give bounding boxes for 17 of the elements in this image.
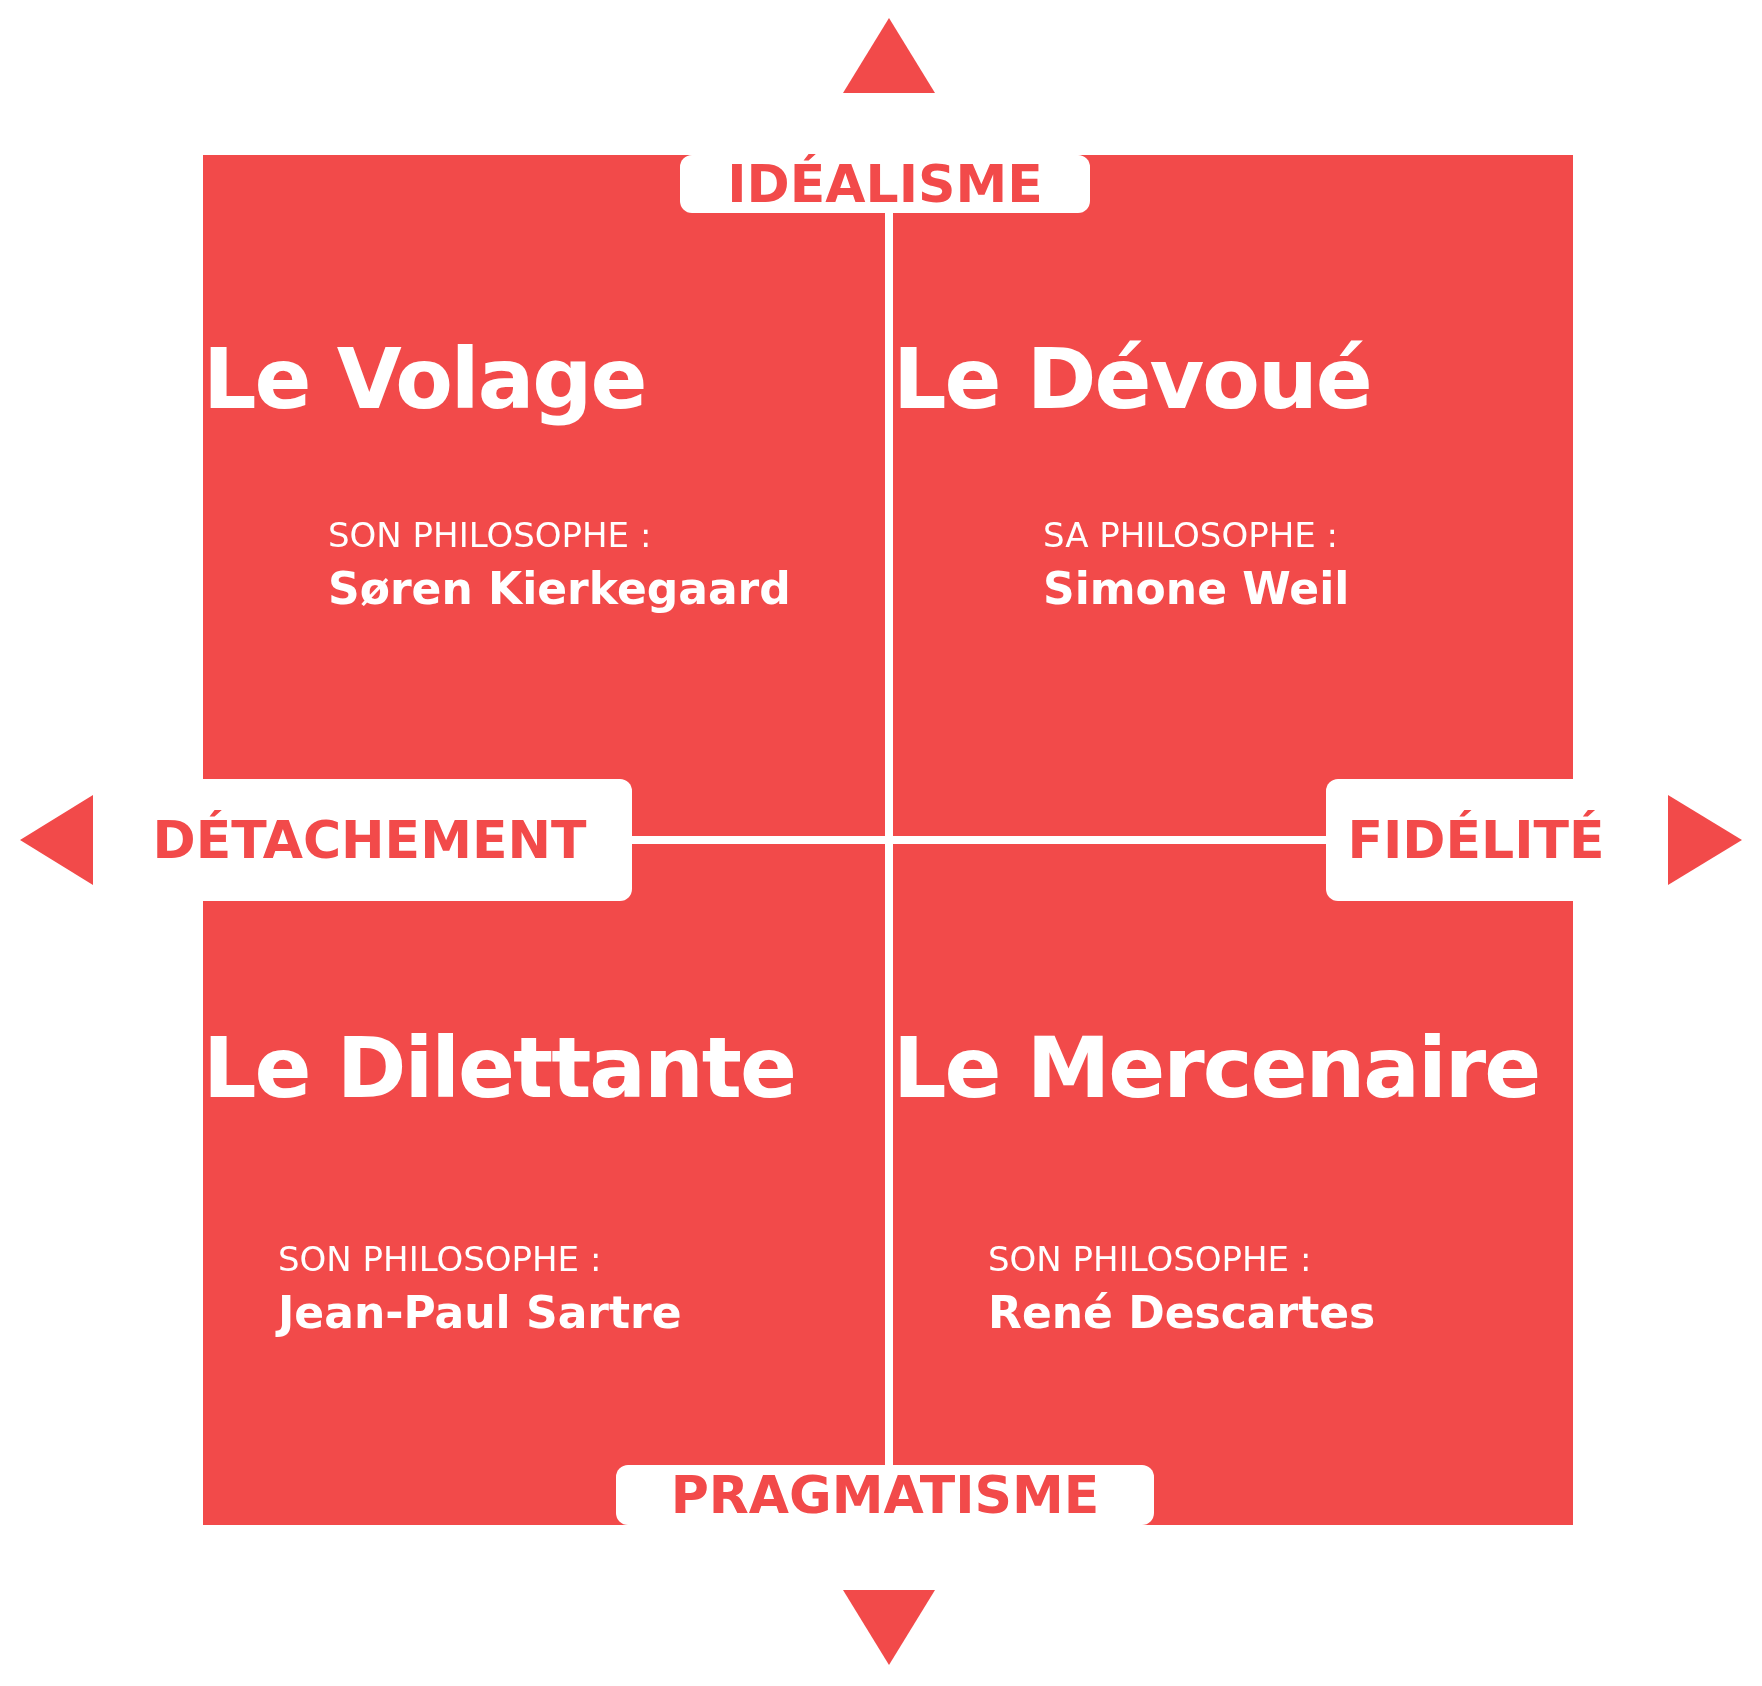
philosopher-name: René Descartes	[988, 1287, 1376, 1338]
subheading: SON PHILOSOPHE :	[328, 515, 652, 555]
quadrant-title: Le Volage	[203, 330, 646, 428]
philosopher-name: Søren Kierkegaard	[328, 563, 791, 614]
axis-label: DÉTACHEMENT	[152, 810, 587, 870]
axis-label: PRAGMATISME	[670, 1465, 1100, 1525]
quadrant-title: Le Dilettante	[203, 1019, 795, 1117]
subheading: SON PHILOSOPHE :	[988, 1239, 1312, 1279]
axis-label-tab	[680, 155, 1090, 213]
axis-label: FIDÉLITÉ	[1347, 810, 1605, 870]
quadrant-title: Le Mercenaire	[893, 1019, 1540, 1117]
axis-label-tab	[616, 1465, 1154, 1525]
subheading: SA PHILOSOPHE :	[1043, 515, 1339, 555]
quadrant-title: Le Dévoué	[893, 330, 1371, 428]
philosopher-name: Simone Weil	[1043, 563, 1350, 614]
subheading: SON PHILOSOPHE :	[278, 1239, 602, 1279]
axis-label: IDÉALISME	[727, 154, 1043, 214]
